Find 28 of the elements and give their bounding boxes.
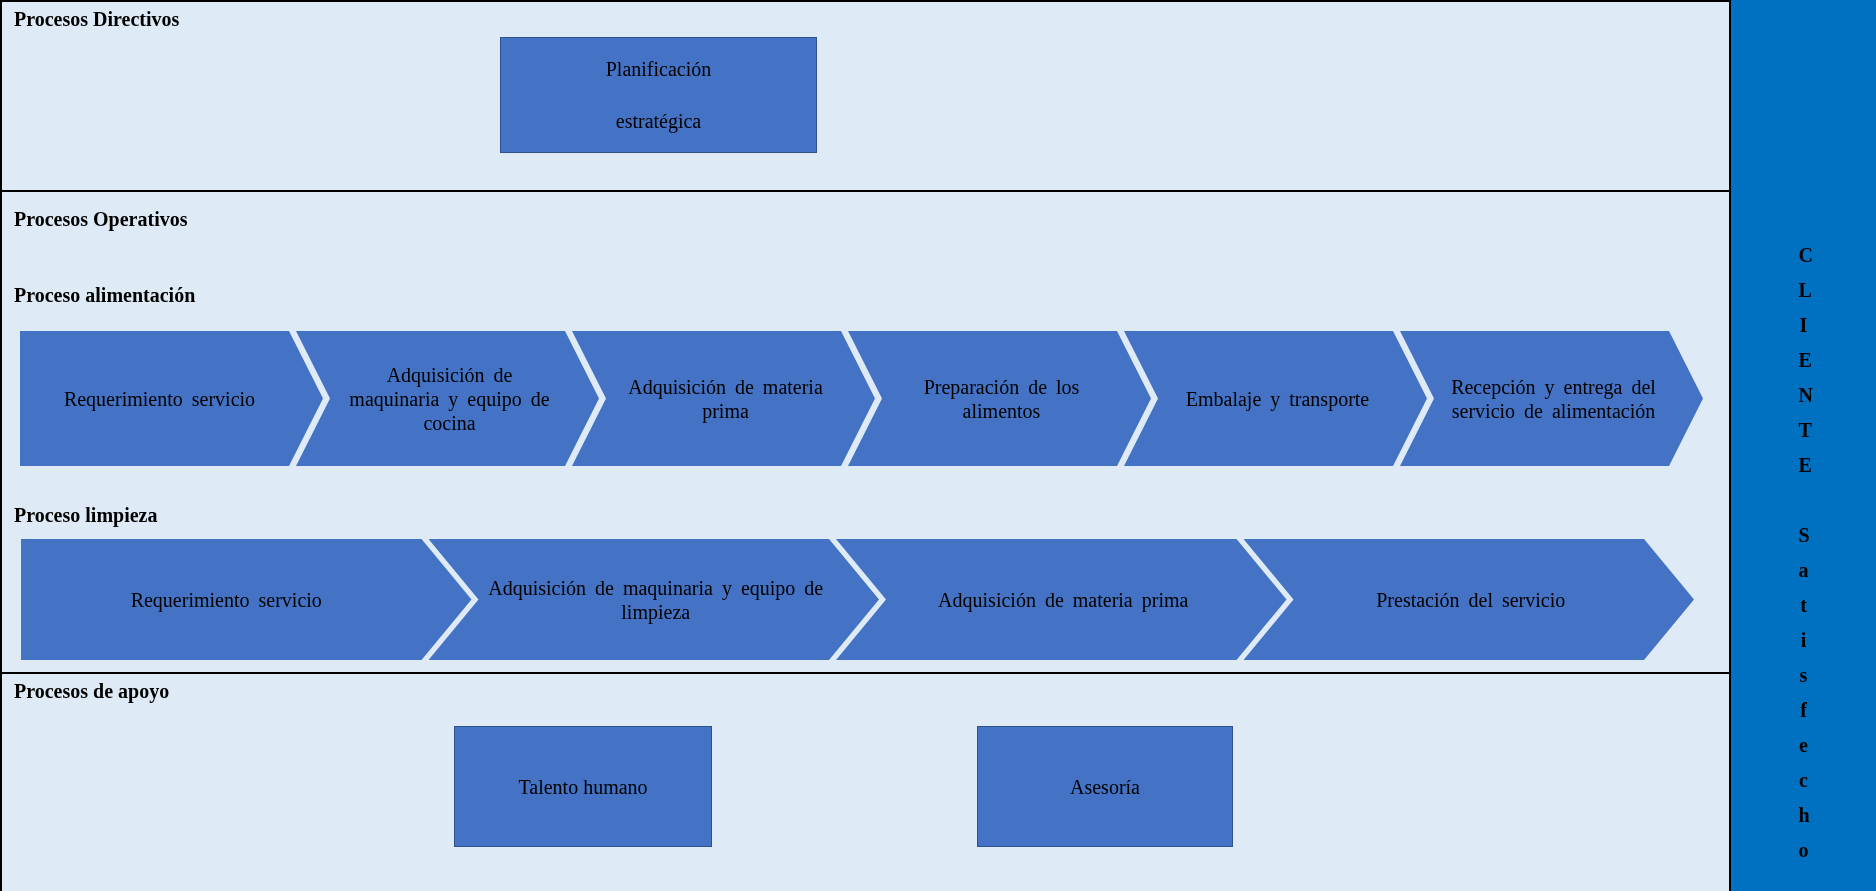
step-label: Recepción y entrega del servicio de alimentación [1450,374,1657,423]
band-heading: Proceso alimentación [14,284,196,307]
band-heading: Procesos Operativos [14,208,188,231]
band-heading: Procesos de apoyo [14,680,170,703]
step-label: Requerimiento servicio [130,587,322,612]
swimlane-band [0,672,1731,891]
swimlane-band [0,0,1731,192]
process-label: Planificación estratégica [604,57,713,135]
vertical-label: Satisfecho [1798,523,1809,863]
chevron-step [21,539,472,660]
step-label: Embalaje y transporte [1185,386,1370,411]
step-label: Adquisición de maquinaria y equipo de cocina [348,362,551,435]
chevron-step [20,331,323,466]
step-label: Preparación de los alimentos [922,374,1081,423]
band-heading: Procesos Directivos [14,8,180,31]
step-label: Requerimiento servicio [63,386,256,411]
process-box [977,726,1233,847]
process-label: Asesoría [1070,774,1140,800]
step-label: Adquisición de materia prima [627,374,824,423]
client-column [1729,0,1876,891]
swimlane-band [0,190,1731,674]
process-box [454,726,712,847]
step-label: Adquisición de maquinaria y equipo de limpieza [487,575,825,624]
process-label: Talento humano [518,774,648,800]
band-heading: Proceso limpieza [14,504,158,527]
step-label: Prestación del servicio [1376,587,1566,612]
step-label: Adquisición de materia prima [938,587,1189,612]
process-box [500,37,817,153]
